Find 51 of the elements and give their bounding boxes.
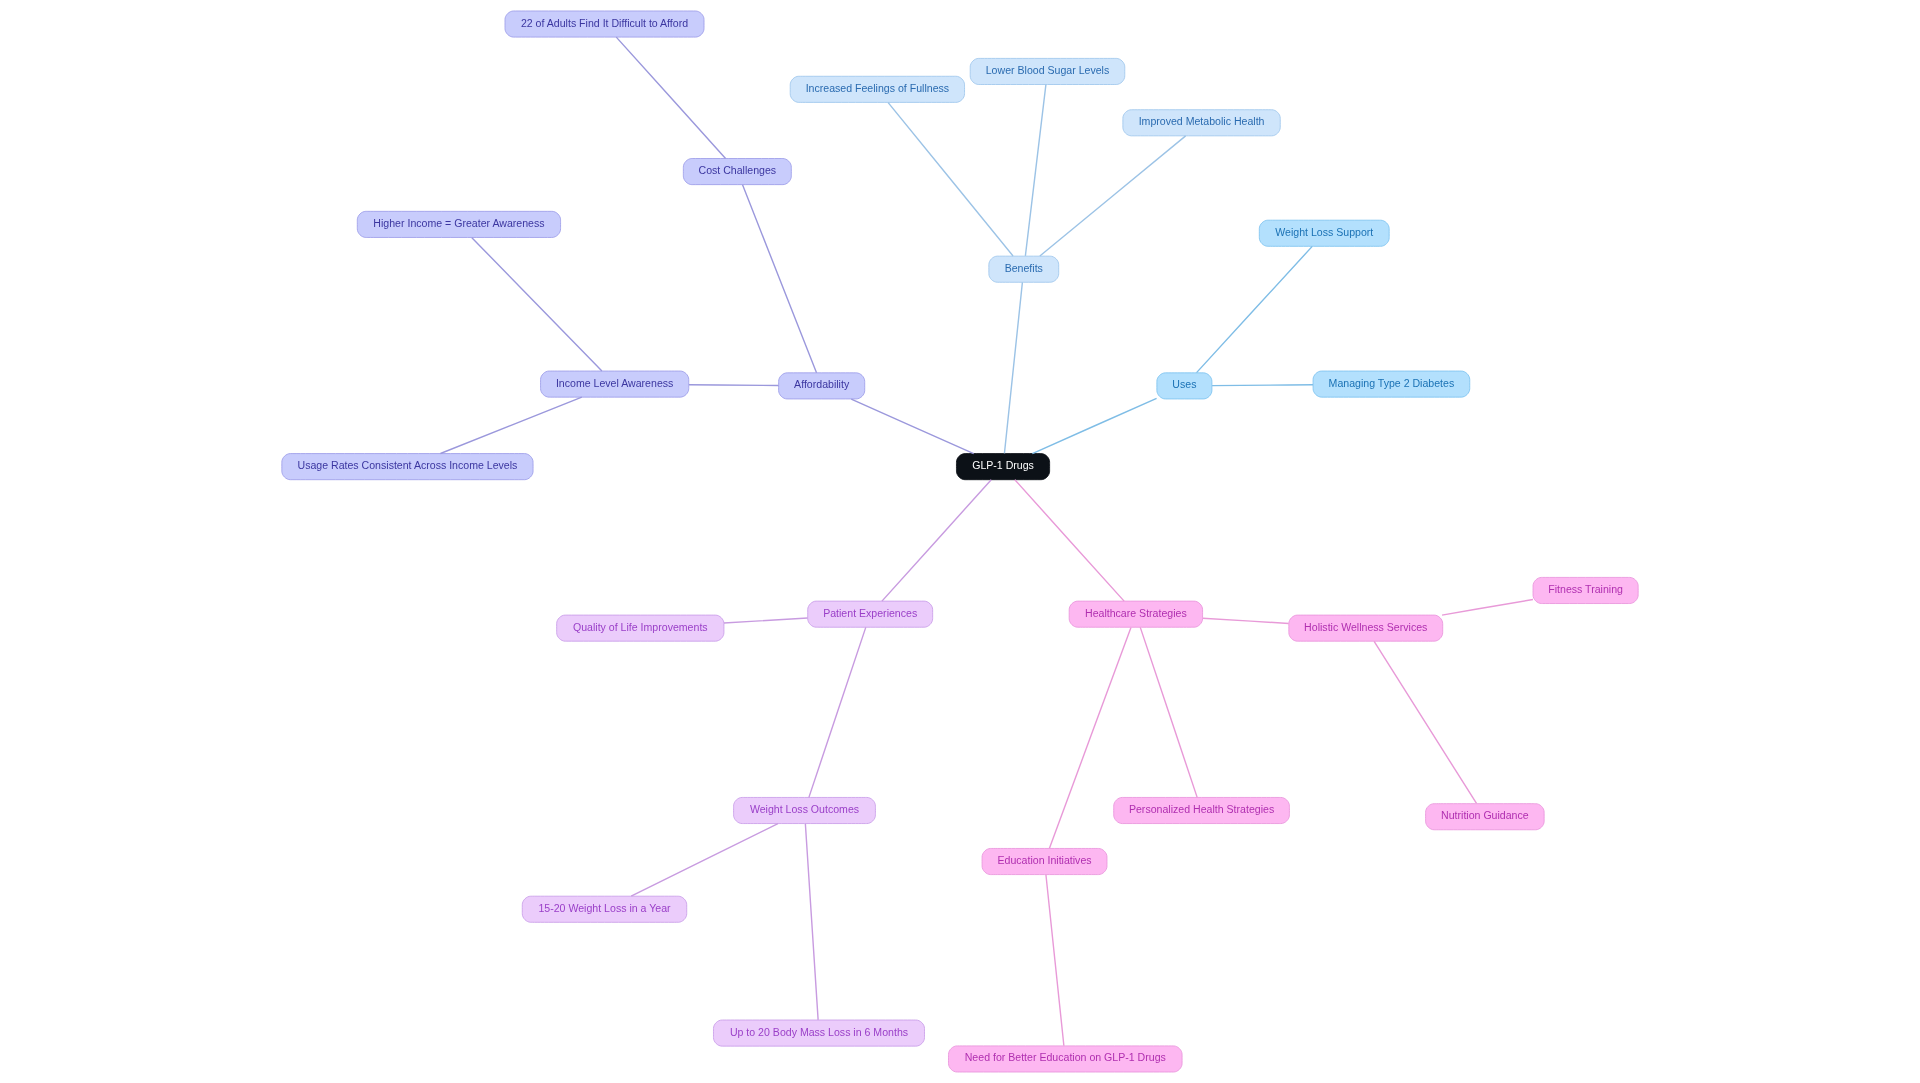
connector — [723, 617, 809, 624]
connector — [1014, 479, 1125, 602]
connector — [1039, 135, 1187, 257]
node-box: Weight Loss Support — [1258, 219, 1390, 247]
node-box: Education Initiatives — [981, 848, 1108, 875]
node-box: Benefits — [988, 255, 1060, 283]
node-box: Quality of Life Improvements — [556, 614, 725, 642]
connector — [850, 398, 975, 455]
connector — [615, 36, 727, 160]
node-box: Personalized Health Strategies — [1113, 797, 1290, 824]
connector — [741, 184, 818, 374]
node-box: Lower Blood Sugar Levels — [969, 57, 1126, 85]
connector — [1024, 83, 1047, 257]
connector — [688, 384, 780, 387]
node-box: Need for Better Education on GLP-1 Drugs — [948, 1045, 1183, 1073]
node-box: Weight Loss Outcomes — [733, 797, 876, 824]
connector — [471, 236, 603, 372]
node-box: GLP-1 Drugs — [956, 453, 1051, 481]
connector — [1045, 874, 1065, 1047]
connector — [881, 479, 992, 602]
node-box: Healthcare Strategies — [1068, 600, 1203, 628]
node-box: Nutrition Guidance — [1425, 803, 1545, 831]
node-box: Uses — [1156, 372, 1213, 400]
node-box: Higher Income = Greater Awareness — [356, 210, 561, 238]
connector — [1441, 598, 1534, 616]
node-box: Income Level Awareness — [540, 370, 690, 398]
node-box: Usage Rates Consistent Across Income Levels — [281, 453, 534, 481]
node-box: Managing Type 2 Diabetes — [1312, 370, 1471, 398]
connector — [1031, 397, 1158, 455]
node-box: Cost Challenges — [682, 158, 792, 186]
connector — [1195, 245, 1313, 374]
node-box: 22 of Adults Find It Difficult to Afford — [504, 10, 705, 38]
connector — [1003, 281, 1024, 455]
connector — [887, 101, 1014, 257]
connector — [804, 823, 819, 1021]
connector — [439, 396, 583, 455]
connector — [630, 822, 779, 897]
node-box: Patient Experiences — [807, 600, 934, 628]
connector — [1201, 617, 1290, 625]
node-box: Increased Feelings of Fullness — [789, 75, 965, 103]
connector — [1139, 626, 1198, 799]
node-box: Affordability — [778, 372, 866, 400]
connector — [1373, 640, 1478, 805]
connector — [1048, 626, 1132, 850]
node-box: Up to 20 Body Mass Loss in 6 Months — [713, 1019, 925, 1047]
node-box: Holistic Wellness Services — [1288, 614, 1444, 642]
connector — [808, 626, 867, 799]
node-box: Improved Metabolic Health — [1122, 109, 1281, 137]
node-box: 15-20 Weight Loss in a Year — [521, 895, 688, 923]
connector — [1211, 384, 1314, 387]
node-box: Fitness Training — [1532, 577, 1639, 604]
